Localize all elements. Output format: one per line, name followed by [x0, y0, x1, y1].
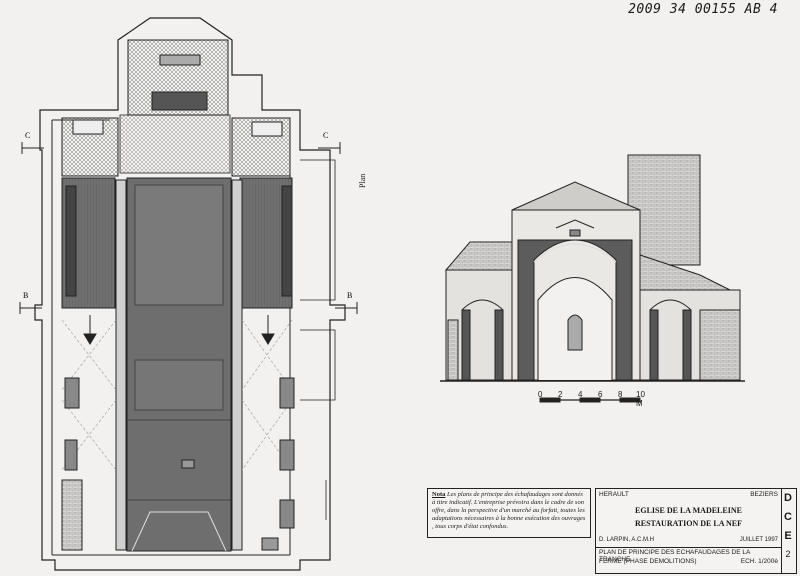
scale-tick: 10 M [636, 390, 645, 408]
drawing-title-line-1: PLAN DE PRINCIPE DES ECHAFAUDAGES DE LA … [599, 549, 750, 563]
nota-box: Nota Les plans de principe des échafauda… [427, 488, 591, 538]
phase-letters: D C E [780, 489, 796, 547]
scale-tick: 4 [578, 390, 583, 399]
direction-arrows [83, 315, 275, 345]
cross-section-elevation [440, 154, 745, 403]
floor-plan [19, 17, 358, 571]
city: BEZIERS [750, 491, 778, 498]
title-block: HERAULT BEZIERS EGLISE DE LA MADELEINE R… [595, 488, 797, 574]
phase-letter: C [784, 511, 792, 523]
scale-tick: 0 [538, 390, 543, 399]
nota-heading: Nota [432, 491, 446, 498]
scale-bar [539, 397, 641, 403]
scale-tick: 6 [598, 390, 603, 399]
building-name: EGLISE DE LA MADELEINE [635, 506, 742, 515]
drawing-scale: ECH. 1/200è [740, 558, 778, 565]
scale-tick: 8 [618, 390, 623, 399]
project-name: RESTAURATION DE LA NEF [634, 519, 743, 528]
section-mark-b-right: B [347, 291, 352, 300]
architect: D. LARPIN, A.C.M.H [599, 537, 655, 543]
sheet-number: 2 [785, 549, 791, 559]
plan-label: Plan [358, 173, 367, 188]
scale-tick: 2 [558, 390, 563, 399]
department: HERAULT [599, 491, 629, 498]
section-mark-c-right: C [323, 131, 328, 140]
section-mark-c-left: C [25, 131, 30, 140]
drawing-title-line-2: FERME (PHASE DEMOLITIONS) [599, 558, 697, 565]
phase-letter: D [784, 492, 792, 504]
drawing-date: JUILLET 1997 [739, 537, 778, 543]
archive-reference: 2009 34 00155 AB 4 [628, 2, 778, 17]
phase-letter: E [784, 530, 792, 542]
title-block-main: HERAULT BEZIERS EGLISE DE LA MADELEINE R… [596, 489, 782, 548]
section-mark-b-left: B [23, 291, 28, 300]
drawing-title: PLAN DE PRINCIPE DES ECHAFAUDAGES DE LA … [596, 547, 782, 574]
nota-text: Les plans de principe des échafaudages s… [432, 491, 586, 530]
